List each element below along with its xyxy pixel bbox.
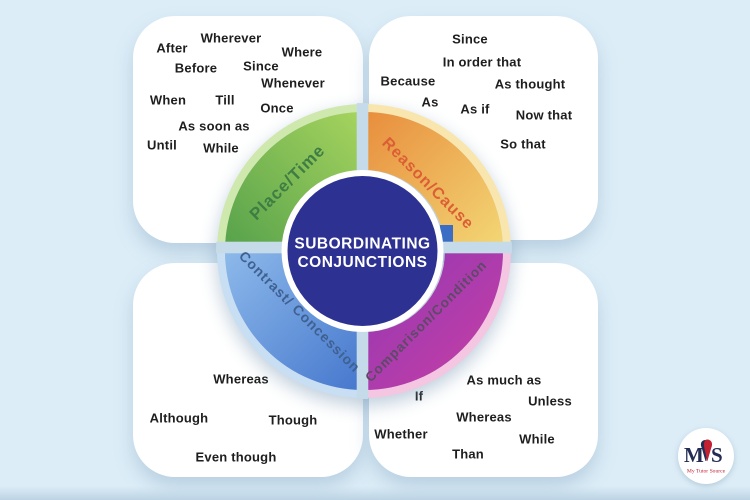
conjunction-word: Whereas [213,371,269,387]
conjunction-word: Until [147,137,177,153]
blue-notch-artifact [440,225,453,247]
conjunction-word: While [519,431,555,447]
logo-tagline: My Tutor Source [687,469,726,475]
conjunction-word: So that [500,136,546,152]
conjunction-word: After [156,40,188,56]
conjunction-word: Whether [374,426,428,442]
mts-logo-art: M S My Tutor Source [684,439,726,475]
conjunction-word: As thought [494,76,566,92]
hub-circle [287,176,438,326]
conjunction-word: When [149,92,187,108]
conjunction-word: Although [149,410,209,426]
conjunction-word: As soon as [178,118,250,134]
conjunction-word: Whereas [456,409,512,425]
logo-letter-s: S [711,443,723,467]
conjunction-word: Since [452,31,488,47]
conjunction-word: In order that [442,54,522,70]
arc-comparison-condition [364,251,503,390]
bottom-shade [0,486,750,500]
conjunction-word: Even though [195,449,277,465]
conjunction-word: Where [281,44,323,60]
conjunction-word: Because [380,73,436,89]
conjunction-word: Till [215,92,235,108]
conjunctions-wheel: Place/Time Reason/Cause Contrast/ Conces… [216,103,512,399]
mts-logo: M S My Tutor Source [678,428,734,484]
conjunction-word: Since [243,58,279,74]
center-title-line2: CONJUNCTIONS [297,254,427,271]
conjunction-word: As [421,94,439,110]
conjunction-word: While [203,140,239,156]
conjunction-word: As if [460,101,490,117]
conjunction-word: Whenever [261,75,325,91]
conjunction-word: Unless [528,393,572,409]
conjunction-word: Than [452,446,484,462]
center-title-line1: SUBORDINATING [294,236,430,253]
arc-contrast-concession [225,251,364,390]
conjunction-word: Though [268,412,318,428]
conjunction-word: Now that [515,107,573,123]
logo-pin-icon-red [703,439,713,462]
conjunction-word: As much as [466,372,542,388]
arc-place-time [225,112,364,251]
conjunction-word: Before [174,60,218,76]
conjunction-word: Once [260,100,294,116]
conjunction-word: If [414,388,424,404]
arc-reason-cause [364,112,503,251]
logo-letter-m: M [684,443,704,467]
conjunction-word: Wherever [200,30,262,46]
